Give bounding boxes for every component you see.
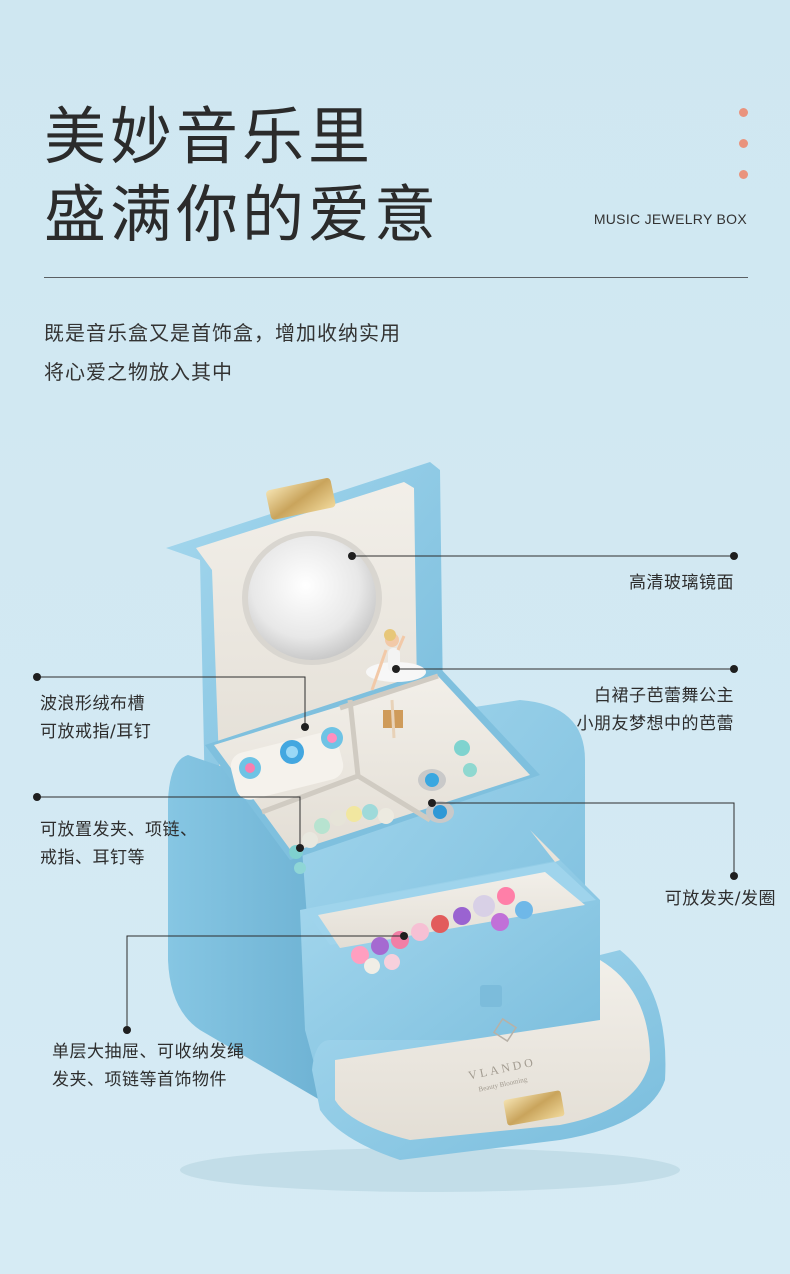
callout-drawer-2: 发夹、项链等首饰物件 — [52, 1070, 227, 1090]
callout-compartment-2: 戒指、耳钉等 — [40, 848, 145, 868]
mirror — [248, 536, 376, 660]
callout-lines — [37, 555, 735, 1030]
callout-mirror: 高清玻璃镜面 — [629, 573, 734, 593]
callout-drawer-1: 单层大抽屉、可收纳发绳 — [52, 1042, 245, 1062]
decor-dot — [739, 108, 748, 117]
headline-line-2: 盛满你的爱意 — [44, 178, 441, 251]
english-subtitle: MUSIC JEWELRY BOX — [593, 211, 747, 227]
ring-rolls — [230, 727, 344, 800]
front-clasp — [503, 1090, 565, 1126]
callout-ballerina-1: 白裙子芭蕾舞公主 — [594, 686, 734, 706]
bead-bracelets — [351, 887, 533, 974]
intro-line-2: 将心爱之物放入其中 — [44, 360, 233, 384]
callout-hairclip: 可放发夹/发圈 — [664, 889, 776, 909]
drawer-pull — [480, 985, 502, 1007]
callout-ballerina-2: 小朋友梦想中的芭蕾 — [576, 714, 734, 734]
callout-dots — [33, 552, 738, 1034]
compartment-tray — [214, 676, 530, 852]
callout-compartment-1: 可放置发夹、项链、 — [40, 820, 198, 840]
decor-dot — [739, 139, 748, 148]
lid-clasp — [266, 478, 336, 520]
intro-line-1: 既是音乐盒又是首饰盒，增加收纳实用 — [44, 321, 401, 345]
headline-line-1: 美妙音乐里 — [44, 100, 375, 173]
callout-ring-slot-2: 可放戒指/耳钉 — [40, 722, 152, 742]
flap-lining — [335, 960, 650, 1140]
drawer-lining — [318, 872, 585, 948]
decor-dot — [739, 170, 748, 179]
divider-line — [44, 277, 748, 278]
callout-ring-slot-1: 波浪形绒布槽 — [40, 694, 145, 714]
